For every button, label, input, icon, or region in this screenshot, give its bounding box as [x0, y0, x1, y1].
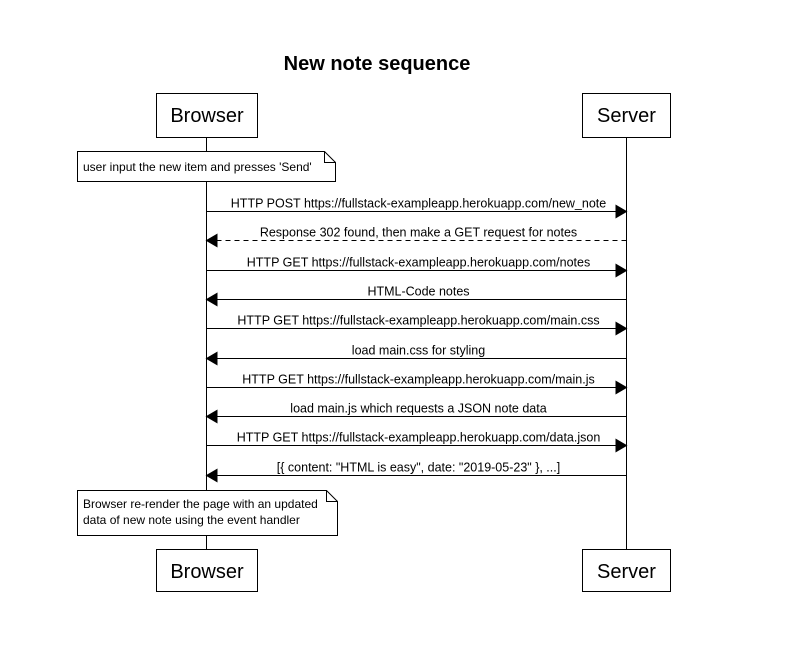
- message-5: HTTP GET https://fullstack-exampleapp.he…: [206, 314, 628, 336]
- message-1: HTTP POST https://fullstack-exampleapp.h…: [206, 197, 628, 219]
- message-10: [{ content: "HTML is easy", date: "2019-…: [205, 461, 627, 483]
- note-user-input: user input the new item and presses 'Sen…: [77, 151, 336, 182]
- message-label: HTTP GET https://fullstack-exampleapp.he…: [247, 256, 590, 270]
- message-6: load main.css for styling: [205, 344, 627, 366]
- note-text-line: Browser re-render the page with an updat…: [83, 497, 318, 511]
- actor-browser-top: Browser: [156, 93, 258, 138]
- actor-server-top: Server: [582, 93, 671, 138]
- message-7: HTTP GET https://fullstack-exampleapp.he…: [206, 373, 628, 395]
- message-label: load main.css for styling: [352, 344, 485, 358]
- message-2: Response 302 found, then make a GET requ…: [205, 226, 627, 248]
- message-label: Response 302 found, then make a GET requ…: [260, 226, 577, 240]
- actor-label: Server: [597, 105, 656, 127]
- message-label: [{ content: "HTML is easy", date: "2019-…: [277, 461, 560, 475]
- actor-server-bottom: Server: [582, 549, 671, 592]
- message-4: HTML-Code notes: [205, 285, 627, 307]
- note-text-line: data of new note using the event handler: [83, 513, 300, 527]
- message-8: load main.js which requests a JSON note …: [205, 402, 627, 424]
- actor-label: Browser: [170, 561, 244, 583]
- message-label: load main.js which requests a JSON note …: [290, 402, 546, 416]
- message-label: HTTP GET https://fullstack-exampleapp.he…: [237, 431, 601, 445]
- message-9: HTTP GET https://fullstack-exampleapp.he…: [206, 431, 628, 453]
- message-label: HTML-Code notes: [367, 285, 469, 299]
- message-3: HTTP GET https://fullstack-exampleapp.he…: [206, 256, 628, 278]
- note-text: user input the new item and presses 'Sen…: [83, 160, 312, 174]
- actor-browser-bottom: Browser: [156, 549, 258, 592]
- diagram-title: New note sequence: [284, 53, 471, 75]
- actor-label: Server: [597, 561, 656, 583]
- message-label: HTTP GET https://fullstack-exampleapp.he…: [237, 314, 599, 328]
- message-label: HTTP GET https://fullstack-exampleapp.he…: [242, 373, 594, 387]
- message-list: HTTP POST https://fullstack-exampleapp.h…: [205, 197, 628, 483]
- note-rerender: Browser re-render the page with an updat…: [77, 490, 338, 536]
- message-label: HTTP POST https://fullstack-exampleapp.h…: [231, 197, 606, 211]
- actor-label: Browser: [170, 105, 244, 127]
